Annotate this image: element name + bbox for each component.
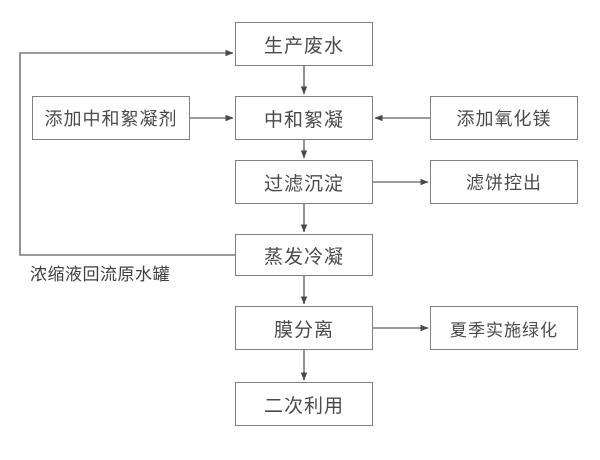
node-add-magnesium-oxide[interactable]: 添加氧化镁	[430, 96, 578, 140]
node-summer-greening-label: 夏季实施绿化	[450, 320, 558, 341]
edge-recycle-loop	[19, 49, 235, 256]
node-wastewater-label: 生产废水	[263, 34, 344, 57]
node-wastewater[interactable]: 生产废水	[235, 22, 373, 66]
node-evaporation[interactable]: 蒸发冷凝	[235, 234, 373, 276]
node-summer-greening[interactable]: 夏季实施绿化	[430, 306, 578, 350]
recycle-line-label: 浓缩液回流原水罐	[30, 265, 170, 285]
node-add-magnesium-oxide-label: 添加氧化镁	[456, 109, 552, 130]
node-add-flocculant[interactable]: 添加中和絮凝剂	[32, 96, 190, 140]
node-neutralize-label: 中和絮凝	[263, 108, 344, 131]
node-secondary-reuse-label: 二次利用	[263, 394, 344, 417]
node-evaporation-label: 蒸发冷凝	[263, 245, 344, 268]
node-secondary-reuse[interactable]: 二次利用	[235, 382, 373, 426]
node-filtration[interactable]: 过滤沉淀	[235, 160, 373, 204]
node-membrane-separation-label: 膜分离	[273, 318, 334, 341]
node-filter-cake-label: 滤饼控出	[466, 173, 542, 194]
node-add-flocculant-label: 添加中和絮凝剂	[44, 109, 178, 130]
node-neutralize[interactable]: 中和絮凝	[235, 96, 373, 140]
node-membrane-separation[interactable]: 膜分离	[235, 306, 373, 350]
node-filtration-label: 过滤沉淀	[263, 172, 344, 195]
node-filter-cake[interactable]: 滤饼控出	[430, 160, 578, 204]
